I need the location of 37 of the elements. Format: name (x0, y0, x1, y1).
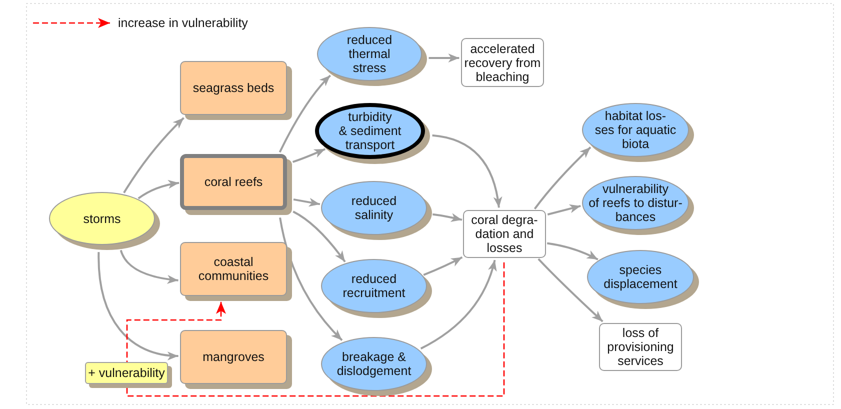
node-text: coral degra- dation and losses (471, 213, 538, 255)
outcome-box (599, 323, 682, 371)
arrow (432, 134, 502, 208)
arrow (279, 217, 343, 341)
node-text: species displacement (604, 263, 678, 291)
arrow (423, 256, 463, 276)
outcome-box (463, 210, 546, 258)
arrow (420, 260, 496, 350)
arrow (98, 252, 178, 360)
arrow (278, 74, 332, 153)
node-text: accelerated recovery from bleaching (464, 42, 541, 84)
arrow (292, 148, 326, 163)
arrow (432, 213, 462, 222)
arrow (547, 204, 581, 216)
node-text: reduced recruitment (342, 272, 406, 300)
node-text: seagrass beds (192, 81, 274, 95)
arrow (138, 180, 180, 200)
arrow (120, 250, 178, 284)
node-text: habitat los- ses for aquatic biota (594, 109, 676, 151)
arrow (428, 54, 460, 62)
node-text: loss of provisioning services (607, 326, 674, 368)
arrow (546, 242, 598, 260)
node-text: coastal communities (198, 255, 269, 283)
arrow (534, 146, 592, 210)
node-text: turbidity & sediment transport (338, 110, 402, 152)
node-text: mangroves (202, 350, 264, 364)
node-text: reduced thermal stress (346, 33, 392, 75)
arrow (538, 258, 604, 322)
arrow (293, 198, 320, 207)
node-text: reduced salinity (351, 194, 397, 222)
node-text: vulnerability of reefs to distur- bances (588, 182, 682, 224)
legend-text: increase in vulnerability (118, 16, 248, 30)
node-text: storms (83, 212, 121, 226)
arrow (123, 117, 184, 194)
arrow (292, 210, 346, 262)
node-text: breakage & dislodgement (336, 350, 412, 378)
node-text: coral reefs (204, 175, 263, 189)
